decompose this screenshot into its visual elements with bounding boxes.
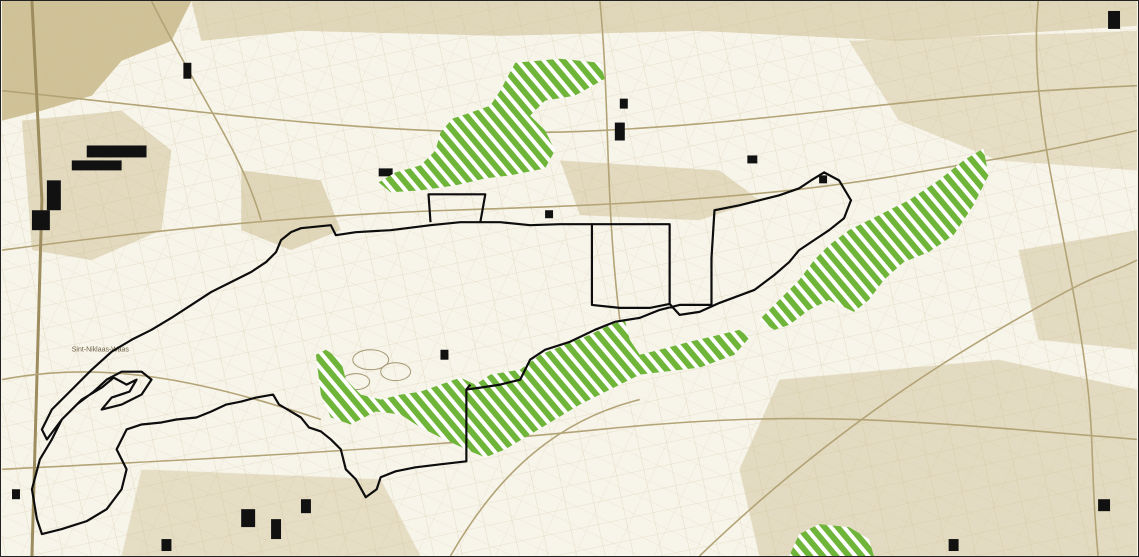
building xyxy=(12,489,20,500)
hatched-zone-east[interactable] xyxy=(759,148,989,330)
terrain-area-south xyxy=(121,469,421,556)
road-diagonal-east xyxy=(698,259,1138,556)
building xyxy=(161,539,172,552)
terrain-area-east-fields xyxy=(848,30,1137,171)
building xyxy=(378,168,393,177)
building xyxy=(614,122,625,141)
building xyxy=(241,509,256,528)
hatched-zone-north[interactable] xyxy=(378,58,605,193)
building xyxy=(1098,499,1111,512)
building xyxy=(86,145,147,158)
basin-ellipse xyxy=(380,362,412,382)
terrain-area-northwest-city xyxy=(2,1,192,121)
terrain-area-town-center xyxy=(241,170,341,251)
study-area-boundary[interactable] xyxy=(30,171,853,536)
road-south-central xyxy=(449,398,640,556)
building xyxy=(271,519,282,540)
boundary-main-west[interactable] xyxy=(30,171,853,536)
boundary-central-split[interactable] xyxy=(465,383,472,391)
hatched-zone-central[interactable] xyxy=(315,319,750,458)
terrain-area-southeast xyxy=(739,359,1137,556)
green-hatched-zones[interactable] xyxy=(315,58,989,556)
building xyxy=(46,180,61,211)
terrain-area-east-edge xyxy=(1018,230,1137,350)
building xyxy=(819,175,828,184)
building xyxy=(619,98,628,109)
road-northwest xyxy=(150,1,262,221)
building xyxy=(1108,10,1121,29)
basin-ellipse xyxy=(352,349,390,371)
road-south xyxy=(2,417,1138,471)
building xyxy=(545,210,554,219)
terrain-area-north-strip xyxy=(191,1,1137,41)
buildings xyxy=(12,10,1121,552)
boundary-inner-east-rect[interactable] xyxy=(591,223,671,305)
building xyxy=(300,499,311,514)
building xyxy=(71,160,122,171)
building xyxy=(948,539,959,552)
hatched-zone-southeast[interactable] xyxy=(789,524,874,556)
road-main-east-west xyxy=(1,129,1138,251)
boundary-north-rect[interactable] xyxy=(427,193,487,223)
road-east-ns xyxy=(1035,1,1099,556)
building xyxy=(747,155,758,164)
building xyxy=(440,349,449,360)
road-north xyxy=(1,84,1137,134)
road-west-highway xyxy=(30,1,44,556)
road-southwest xyxy=(1,371,322,421)
place-label: Sint-Niklaas-Waas xyxy=(72,347,130,354)
building xyxy=(183,62,192,79)
road-central-ns xyxy=(599,1,621,320)
building xyxy=(31,210,50,231)
